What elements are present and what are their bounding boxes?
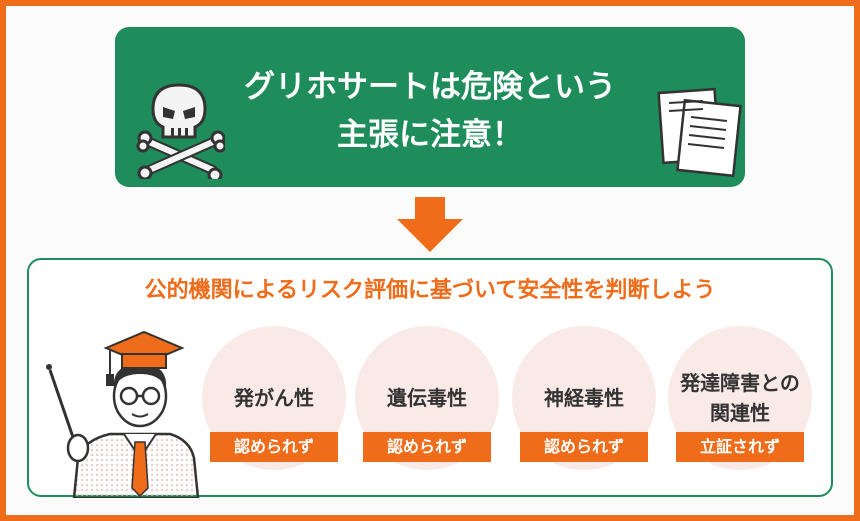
- warning-banner: グリホサートは危険という 主張に注意！: [115, 27, 745, 187]
- panel-title: 公的機関によるリスク評価に基づいて安全性を判断しよう: [144, 278, 716, 303]
- status-badge: 認められず: [210, 432, 338, 462]
- item-label-line1: 発達障害との: [680, 371, 800, 395]
- down-arrow-icon: [397, 197, 463, 252]
- status-badge: 認められず: [363, 432, 491, 462]
- item-label: 発達障害との 関連性: [668, 368, 812, 428]
- banner-title-line2: 主張に注意！: [337, 117, 523, 153]
- item-label: 遺伝毒性: [387, 386, 467, 410]
- status-badge: 認められず: [520, 432, 648, 462]
- skull-crossbones-icon: [136, 83, 225, 179]
- documents-icon: [657, 87, 742, 178]
- item-label: 神経毒性: [544, 386, 624, 410]
- banner-title: グリホサートは危険という 主張に注意！: [115, 63, 745, 159]
- teacher-with-pointer-icon: [46, 330, 200, 498]
- item-label: 発がん性: [234, 386, 314, 410]
- banner-title-line1: グリホサートは危険という: [244, 69, 616, 105]
- status-badge: 立証されず: [676, 432, 804, 462]
- item-label-line2: 関連性: [710, 401, 770, 425]
